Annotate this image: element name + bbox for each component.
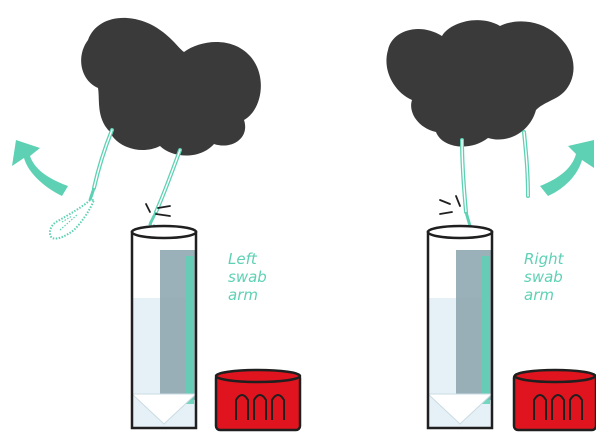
swab-arm-label: Right swab arm — [524, 250, 565, 304]
cap-icon — [214, 368, 302, 432]
swab-arm-label: Left swab arm — [228, 250, 267, 304]
tube-icon — [130, 224, 198, 430]
label-line-3: arm — [524, 286, 554, 304]
curved-arrow-icon — [12, 140, 68, 196]
tube-icon — [426, 224, 494, 430]
label-line-1: Left — [228, 250, 258, 268]
hand-blob — [386, 20, 574, 147]
label-line-1: Right — [524, 250, 565, 268]
swab-icon — [48, 128, 182, 273]
right-panel: Right swab arm — [386, 20, 596, 432]
left-panel: Left swab arm — [12, 17, 302, 432]
cap-icon — [512, 368, 596, 432]
label-line-2: swab — [228, 268, 267, 286]
label-line-2: swab — [524, 268, 563, 286]
label-line-3: arm — [228, 286, 258, 304]
curved-arrow-icon — [540, 140, 594, 196]
hand-blob — [81, 17, 261, 156]
swab-icon — [439, 130, 530, 275]
